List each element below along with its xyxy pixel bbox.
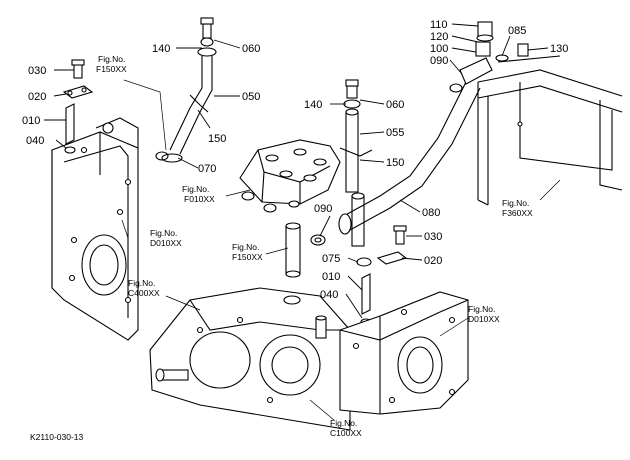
label-150-left: 150	[208, 133, 226, 145]
center-valve-drawing	[239, 139, 341, 213]
clamp-and-stub	[285, 222, 326, 278]
figref-d010-left-line1: Fig.No.	[150, 228, 177, 238]
figref-f360-line2: F360XX	[502, 208, 533, 218]
diagram-code: K2110-030-13	[30, 432, 84, 442]
label-110: 110	[430, 19, 448, 31]
label-055: 055	[386, 127, 404, 139]
label-120: 120	[430, 31, 448, 43]
label-060-mid: 060	[386, 99, 404, 111]
label-080: 080	[422, 207, 440, 219]
label-040-left: 040	[26, 135, 44, 147]
figref-c100-line1: Fig.No.	[330, 418, 357, 428]
figref-f010-line2: F010XX	[184, 194, 215, 204]
figref-c400-line2: C400XX	[128, 288, 160, 298]
left-bolt-assembly	[62, 59, 94, 154]
frame-drawing	[477, 55, 623, 206]
label-090-mid: 090	[314, 203, 332, 215]
left-housing-drawing	[51, 117, 139, 341]
figref-f150-mid-line2: F150XX	[232, 252, 263, 262]
figref-d010-right-line2: D010XX	[468, 314, 500, 324]
pipe-050	[155, 17, 217, 163]
label-085: 085	[508, 25, 526, 37]
part-number-labels: 110 120 100 090 085 130 140 060 050 150 …	[22, 19, 568, 301]
figref-f150-top-line2: F150XX	[96, 64, 127, 74]
label-140-mid: 140	[304, 99, 322, 111]
right-housing-drawing	[339, 291, 469, 415]
figref-f360-line1: Fig.No.	[502, 198, 529, 208]
label-070: 070	[198, 163, 216, 175]
hose-080	[338, 21, 529, 235]
label-050: 050	[242, 91, 260, 103]
label-130: 130	[550, 43, 568, 55]
label-030-left: 030	[28, 65, 46, 77]
label-040-right: 040	[320, 289, 338, 301]
figure-references: Fig.No. F150XX Fig.No. F010XX Fig.No. D0…	[96, 54, 533, 438]
label-090-top: 090	[430, 55, 448, 67]
figref-c400-line1: Fig.No.	[128, 278, 155, 288]
label-075: 075	[322, 253, 340, 265]
label-020-left: 020	[28, 91, 46, 103]
label-010-left: 010	[22, 115, 40, 127]
figref-f150-top-line1: Fig.No.	[98, 54, 125, 64]
label-010-right: 010	[322, 271, 340, 283]
label-060-top: 060	[242, 43, 260, 55]
label-020-right: 020	[424, 255, 442, 267]
leader-lines	[44, 23, 561, 421]
label-140-top: 140	[152, 43, 170, 55]
pipe-055	[339, 79, 373, 247]
figref-d010-right-line1: Fig.No.	[468, 304, 495, 314]
label-030-right: 030	[424, 231, 442, 243]
figref-d010-left-line2: D010XX	[150, 238, 182, 248]
figref-f010-line1: Fig.No.	[182, 184, 209, 194]
label-100: 100	[430, 43, 448, 55]
transmission-drawing	[149, 287, 351, 431]
label-150-mid: 150	[386, 157, 404, 169]
figref-f150-mid-line1: Fig.No.	[232, 242, 259, 252]
figref-c100-line2: C100XX	[330, 428, 362, 438]
